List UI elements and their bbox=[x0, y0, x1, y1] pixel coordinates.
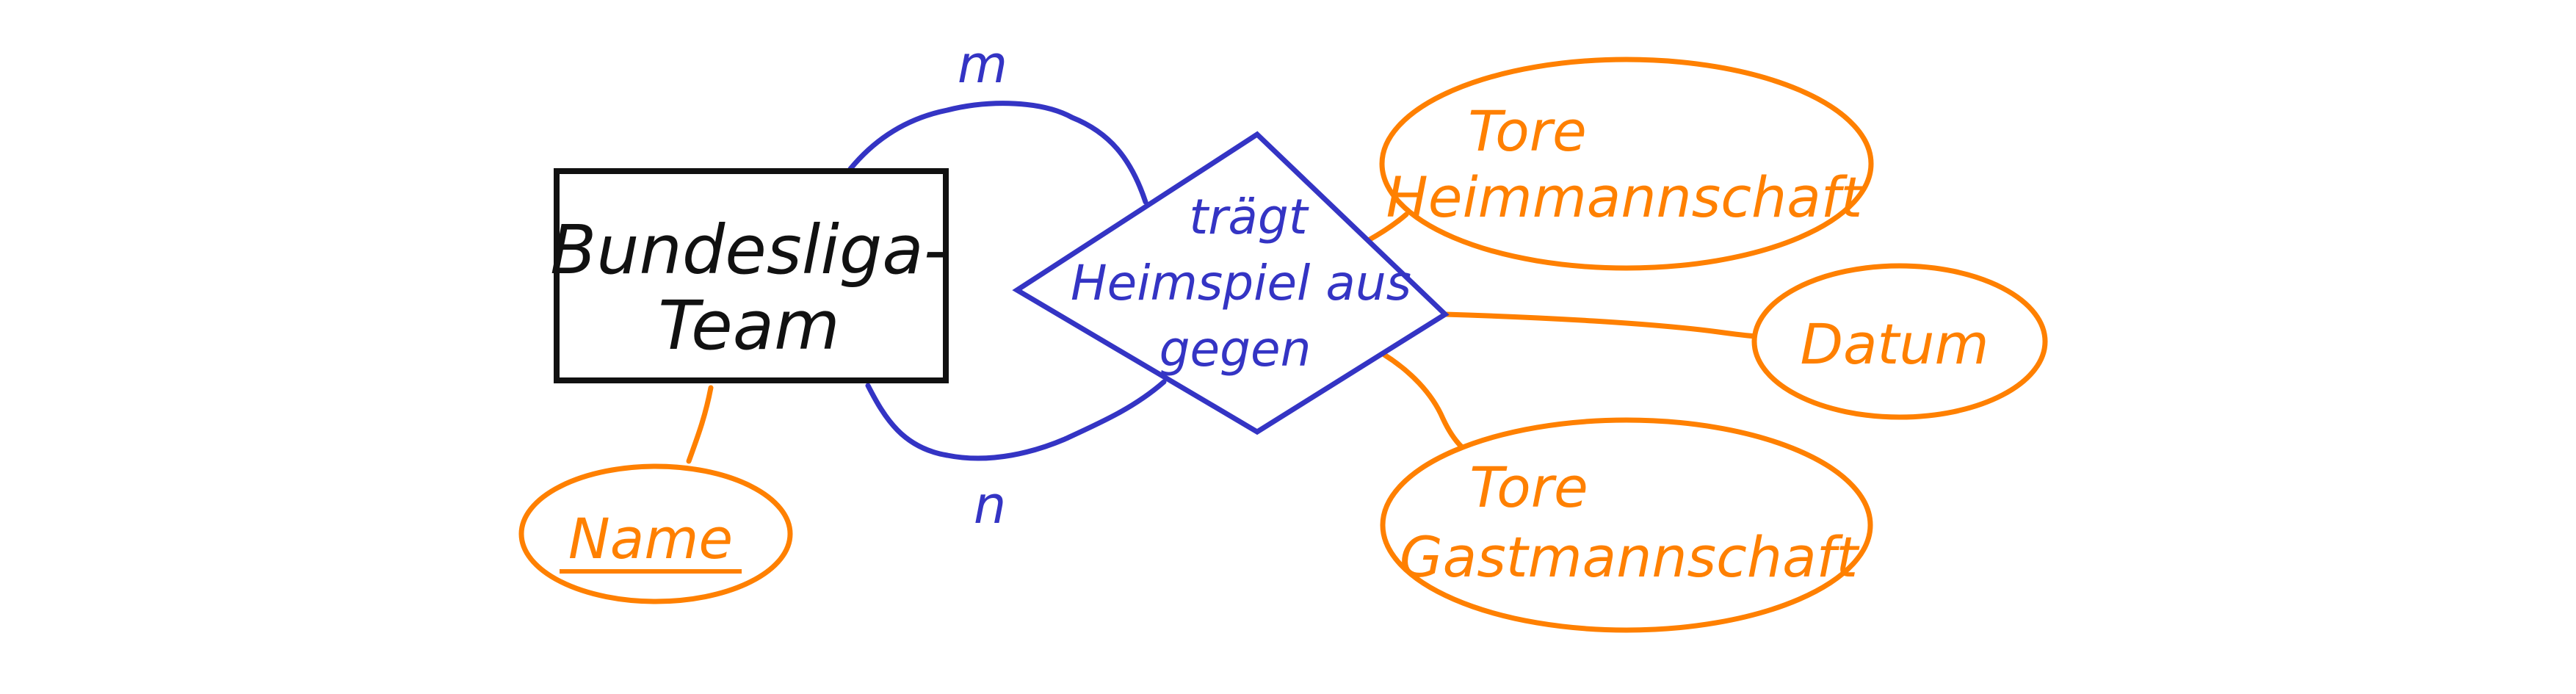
connector-relationship-tore-gast bbox=[1381, 352, 1464, 449]
cardinality-top: m bbox=[958, 35, 1007, 95]
connector-relationship-tore-heim bbox=[1364, 212, 1409, 244]
attribute-tore-heim-ellipse bbox=[1379, 57, 1874, 271]
connector-entity-relationship-bottom bbox=[865, 379, 1167, 461]
attribute-datum-ellipse bbox=[1751, 263, 2048, 420]
attribute-name-ellipse bbox=[518, 463, 793, 604]
relationship-label-line2: Heimspiel aus bbox=[1071, 255, 1411, 311]
relationship-label-line1: trägt bbox=[1189, 189, 1309, 245]
cardinality-bottom: n bbox=[974, 475, 1006, 535]
connector-entity-name bbox=[686, 385, 714, 464]
attribute-name: Name bbox=[518, 463, 793, 604]
connector-relationship-datum bbox=[1442, 311, 1759, 339]
attribute-tore-heimmannschaft: Tore Heimmannschaft bbox=[1379, 57, 1874, 271]
attribute-datum: Datum bbox=[1751, 263, 2048, 420]
entity-label-line2: Team bbox=[658, 286, 839, 365]
attribute-tore-gast-line2: Gastmannschaft bbox=[1400, 524, 1861, 590]
attribute-tore-heim-line1: Tore bbox=[1468, 98, 1587, 164]
attribute-name-label: Name bbox=[568, 506, 733, 571]
connector-lines bbox=[686, 101, 1759, 464]
relationship-label-line3: gegen bbox=[1159, 321, 1311, 377]
entity-bundesliga-team: Bundesliga- Team bbox=[550, 168, 949, 383]
entity-box bbox=[554, 168, 949, 383]
entity-label-line1: Bundesliga- bbox=[550, 211, 948, 289]
attribute-datum-label: Datum bbox=[1800, 311, 1989, 377]
attribute-tore-gast-line1: Tore bbox=[1469, 455, 1588, 520]
attribute-tore-gastmannschaft: Tore Gastmannschaft bbox=[1380, 417, 1873, 633]
attribute-tore-gast-ellipse bbox=[1380, 417, 1873, 633]
attribute-tore-heim-line2: Heimmannschaft bbox=[1386, 165, 1865, 230]
relationship-traegt-heimspiel-aus-gegen: trägt Heimspiel aus gegen bbox=[1012, 131, 1450, 435]
connector-entity-relationship-top bbox=[847, 101, 1148, 205]
relationship-diamond bbox=[1012, 131, 1450, 435]
